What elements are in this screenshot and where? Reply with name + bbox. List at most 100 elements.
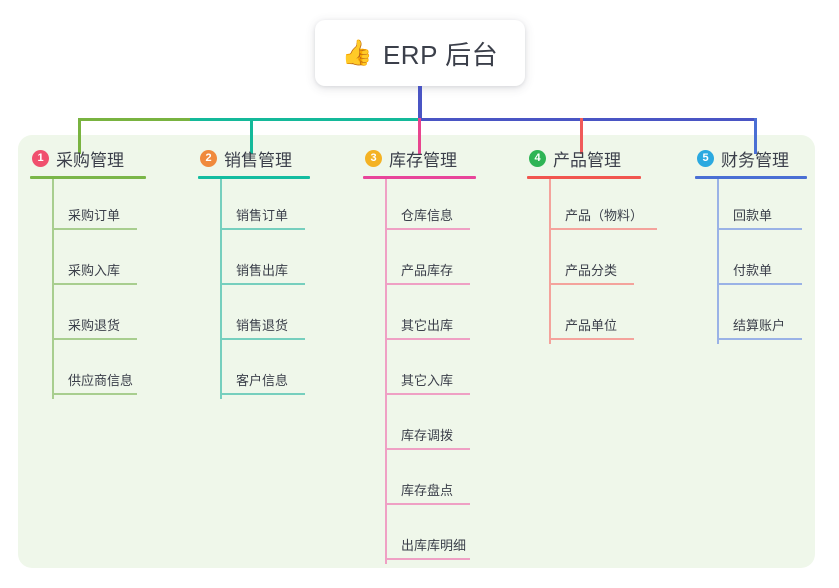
leaf-line	[717, 283, 802, 285]
leaf-item[interactable]: 结算账户	[717, 289, 807, 344]
bus-connector-blue	[419, 118, 757, 121]
branch-underline-2	[198, 176, 310, 179]
leaf-label: 采购退货	[68, 318, 121, 333]
leaf-trunk-4	[549, 179, 551, 344]
drop-connector-2	[250, 118, 253, 154]
leaf-label: 付款单	[733, 263, 773, 278]
leaf-label: 库存调拨	[401, 428, 454, 443]
leaf-item[interactable]: 其它入库	[385, 344, 476, 399]
bus-connector-teal	[190, 118, 421, 121]
leaf-line	[717, 228, 802, 230]
leaf-item[interactable]: 产品分类	[549, 234, 641, 289]
leaf-line	[52, 338, 137, 340]
leaf-item[interactable]: 库存盘点	[385, 454, 476, 509]
branch-badge-2: 2	[200, 149, 217, 167]
branch-column-5: 5 财务管理 回款单 付款单 结算账户	[695, 146, 807, 344]
bus-connector-green	[78, 118, 191, 121]
leaf-stack-5: 回款单 付款单 结算账户	[717, 179, 807, 344]
drop-connector-1	[78, 118, 81, 154]
leaf-line	[549, 338, 634, 340]
leaf-line	[52, 228, 137, 230]
leaf-line	[385, 228, 470, 230]
leaf-line	[717, 338, 802, 340]
leaf-item[interactable]: 客户信息	[220, 344, 310, 399]
leaf-item[interactable]: 出库库明细	[385, 509, 476, 564]
root-node[interactable]: 👍 ERP 后台	[315, 20, 525, 86]
leaf-item[interactable]: 采购订单	[52, 179, 146, 234]
leaf-stack-2: 销售订单 销售出库 销售退货 客户信息	[220, 179, 310, 399]
leaf-item[interactable]: 仓库信息	[385, 179, 476, 234]
leaf-line	[52, 283, 137, 285]
branch-column-3: 3 库存管理 仓库信息 产品库存 其它出库 其它入库 库存调拨	[363, 146, 476, 564]
thumbs-up-icon: 👍	[341, 38, 373, 67]
leaf-item[interactable]: 销售退货	[220, 289, 310, 344]
leaf-item[interactable]: 采购退货	[52, 289, 146, 344]
branch-badge-5: 5	[697, 149, 714, 167]
leaf-label: 销售订单	[236, 208, 289, 223]
leaf-label: 销售出库	[236, 263, 289, 278]
drop-connector-4	[580, 118, 583, 154]
leaf-item[interactable]: 销售出库	[220, 234, 310, 289]
branch-column-2: 2 销售管理 销售订单 销售出库 销售退货 客户信息	[198, 146, 310, 399]
root-title: ERP 后台	[382, 39, 499, 70]
branch-header-3[interactable]: 3 库存管理	[363, 146, 476, 170]
leaf-item[interactable]: 付款单	[717, 234, 807, 289]
leaf-label: 出库库明细	[401, 538, 467, 553]
leaf-item[interactable]: 回款单	[717, 179, 807, 234]
leaf-label: 客户信息	[236, 373, 289, 388]
leaf-stack-1: 采购订单 采购入库 采购退货 供应商信息	[52, 179, 146, 399]
branch-underline-1	[30, 176, 146, 179]
leaf-line	[52, 393, 137, 395]
leaf-line	[385, 503, 470, 505]
branch-badge-1: 1	[32, 149, 49, 167]
branch-title-1: 采购管理	[56, 150, 124, 170]
branch-underline-4	[527, 176, 641, 179]
leaf-label: 仓库信息	[401, 208, 454, 223]
leaf-trunk-1	[52, 179, 54, 399]
leaf-label: 库存盘点	[401, 483, 454, 498]
leaf-stack-3: 仓库信息 产品库存 其它出库 其它入库 库存调拨 库存盘点	[385, 179, 476, 564]
branch-header-5[interactable]: 5 财务管理	[695, 146, 807, 170]
leaf-line	[220, 338, 305, 340]
branch-header-4[interactable]: 4 产品管理	[527, 146, 641, 170]
leaf-stack-4: 产品（物料） 产品分类 产品单位	[549, 179, 657, 344]
leaf-label: 采购入库	[68, 263, 121, 278]
leaf-item[interactable]: 产品库存	[385, 234, 476, 289]
leaf-item[interactable]: 其它出库	[385, 289, 476, 344]
leaf-label: 供应商信息	[68, 373, 134, 388]
root-stem-connector	[418, 86, 422, 120]
branch-header-1[interactable]: 1 采购管理	[30, 146, 146, 170]
branch-title-4: 产品管理	[553, 150, 621, 170]
branch-column-4: 4 产品管理 产品（物料） 产品分类 产品单位	[527, 146, 657, 344]
drop-connector-5	[754, 118, 757, 154]
branch-title-2: 销售管理	[224, 150, 292, 170]
branch-column-1: 1 采购管理 采购订单 采购入库 采购退货 供应商信息	[30, 146, 146, 399]
leaf-trunk-5	[717, 179, 719, 344]
leaf-item[interactable]: 库存调拨	[385, 399, 476, 454]
leaf-line	[549, 283, 634, 285]
leaf-label: 采购订单	[68, 208, 121, 223]
leaf-line	[385, 283, 470, 285]
leaf-label: 产品（物料）	[565, 208, 644, 223]
leaf-item[interactable]: 供应商信息	[52, 344, 146, 399]
leaf-line	[385, 393, 470, 395]
leaf-label: 结算账户	[733, 318, 786, 333]
leaf-label: 回款单	[733, 208, 773, 223]
branch-header-2[interactable]: 2 销售管理	[198, 146, 310, 170]
leaf-item[interactable]: 产品（物料）	[549, 179, 657, 234]
leaf-trunk-3	[385, 179, 387, 564]
leaf-label: 销售退货	[236, 318, 289, 333]
leaf-label: 产品库存	[401, 263, 454, 278]
branch-title-3: 库存管理	[389, 150, 457, 170]
leaf-item[interactable]: 采购入库	[52, 234, 146, 289]
branch-underline-5	[695, 176, 807, 179]
branch-panel-background	[18, 135, 815, 568]
leaf-label: 其它入库	[401, 373, 454, 388]
branch-badge-3: 3	[365, 149, 382, 167]
leaf-label: 产品单位	[565, 318, 618, 333]
branch-underline-3	[363, 176, 476, 179]
leaf-item[interactable]: 产品单位	[549, 289, 641, 344]
leaf-item[interactable]: 销售订单	[220, 179, 310, 234]
leaf-line	[220, 228, 305, 230]
